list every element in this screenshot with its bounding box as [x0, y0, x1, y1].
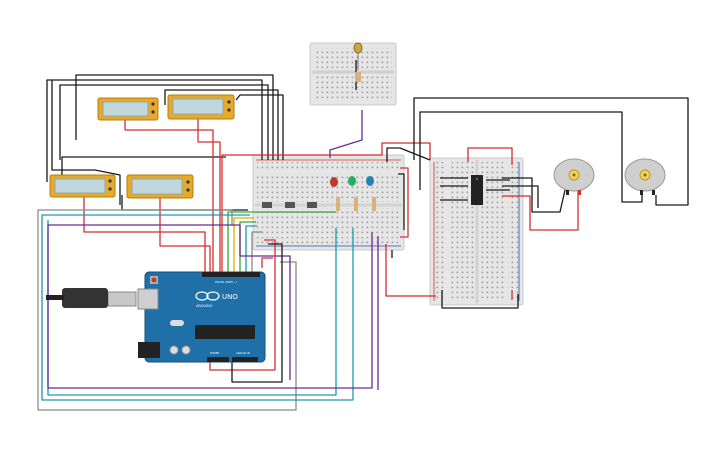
wire-red — [124, 115, 214, 272]
dc-motor-icon — [624, 158, 666, 195]
dc-motor-icon — [553, 158, 595, 195]
wire-black — [502, 177, 566, 213]
wire-black — [61, 156, 226, 180]
wire-black — [164, 89, 279, 160]
led-icon — [348, 176, 356, 186]
board-logo-text: UNO — [222, 293, 238, 301]
wire-teal — [245, 225, 257, 272]
wire-red — [159, 195, 211, 272]
wires — [37, 60, 689, 411]
wire-red — [502, 190, 579, 231]
wire-gray — [37, 209, 297, 411]
arduino-uno-board: UNO ARDUINO DIGITAL (PWM ~) POWER ANALOG… — [46, 271, 266, 363]
usb-plug-icon — [46, 288, 137, 308]
wire-black — [51, 80, 121, 205]
breadboard-center — [252, 154, 405, 251]
wire-black — [441, 290, 519, 309]
wire-red — [83, 195, 206, 272]
led-icon — [366, 176, 374, 186]
wire-black — [398, 173, 405, 230]
breadboard-right — [429, 157, 524, 306]
wire-black — [502, 185, 539, 208]
wire-black — [231, 243, 283, 383]
wire-green — [227, 211, 336, 272]
wire-red — [261, 257, 273, 268]
push-button — [262, 202, 317, 208]
wire-red — [385, 244, 436, 297]
lcd-module — [49, 174, 116, 198]
photoresistor-icon — [353, 42, 363, 82]
wire-black — [75, 74, 274, 160]
led-icon — [330, 177, 338, 187]
wire-purple — [329, 110, 363, 158]
digital-header-label: DIGITAL (PWM ~) — [215, 280, 237, 284]
wire-black — [413, 97, 689, 206]
wire-black — [46, 79, 263, 182]
wire-black — [59, 84, 269, 160]
motor-driver-chip — [471, 175, 483, 205]
power-header-label: POWER — [210, 351, 220, 355]
wire-yellow — [233, 217, 254, 272]
lcd-module — [126, 174, 194, 199]
resistor-icon — [336, 197, 376, 211]
wire-black — [419, 111, 643, 203]
wire-red — [221, 142, 431, 272]
wire-black — [235, 94, 284, 160]
wire-red — [400, 167, 409, 238]
wire-red — [197, 115, 221, 272]
wire-gray — [251, 231, 262, 272]
board-brand-text: ARDUINO — [196, 304, 213, 308]
wire-black — [386, 147, 431, 162]
lcd-module — [167, 94, 235, 120]
lcd-module — [97, 97, 159, 121]
wire-teal — [41, 214, 354, 401]
analog-header-label: ANALOG IN — [236, 351, 250, 355]
breadboard-top — [309, 42, 397, 106]
wire-red — [467, 147, 513, 165]
